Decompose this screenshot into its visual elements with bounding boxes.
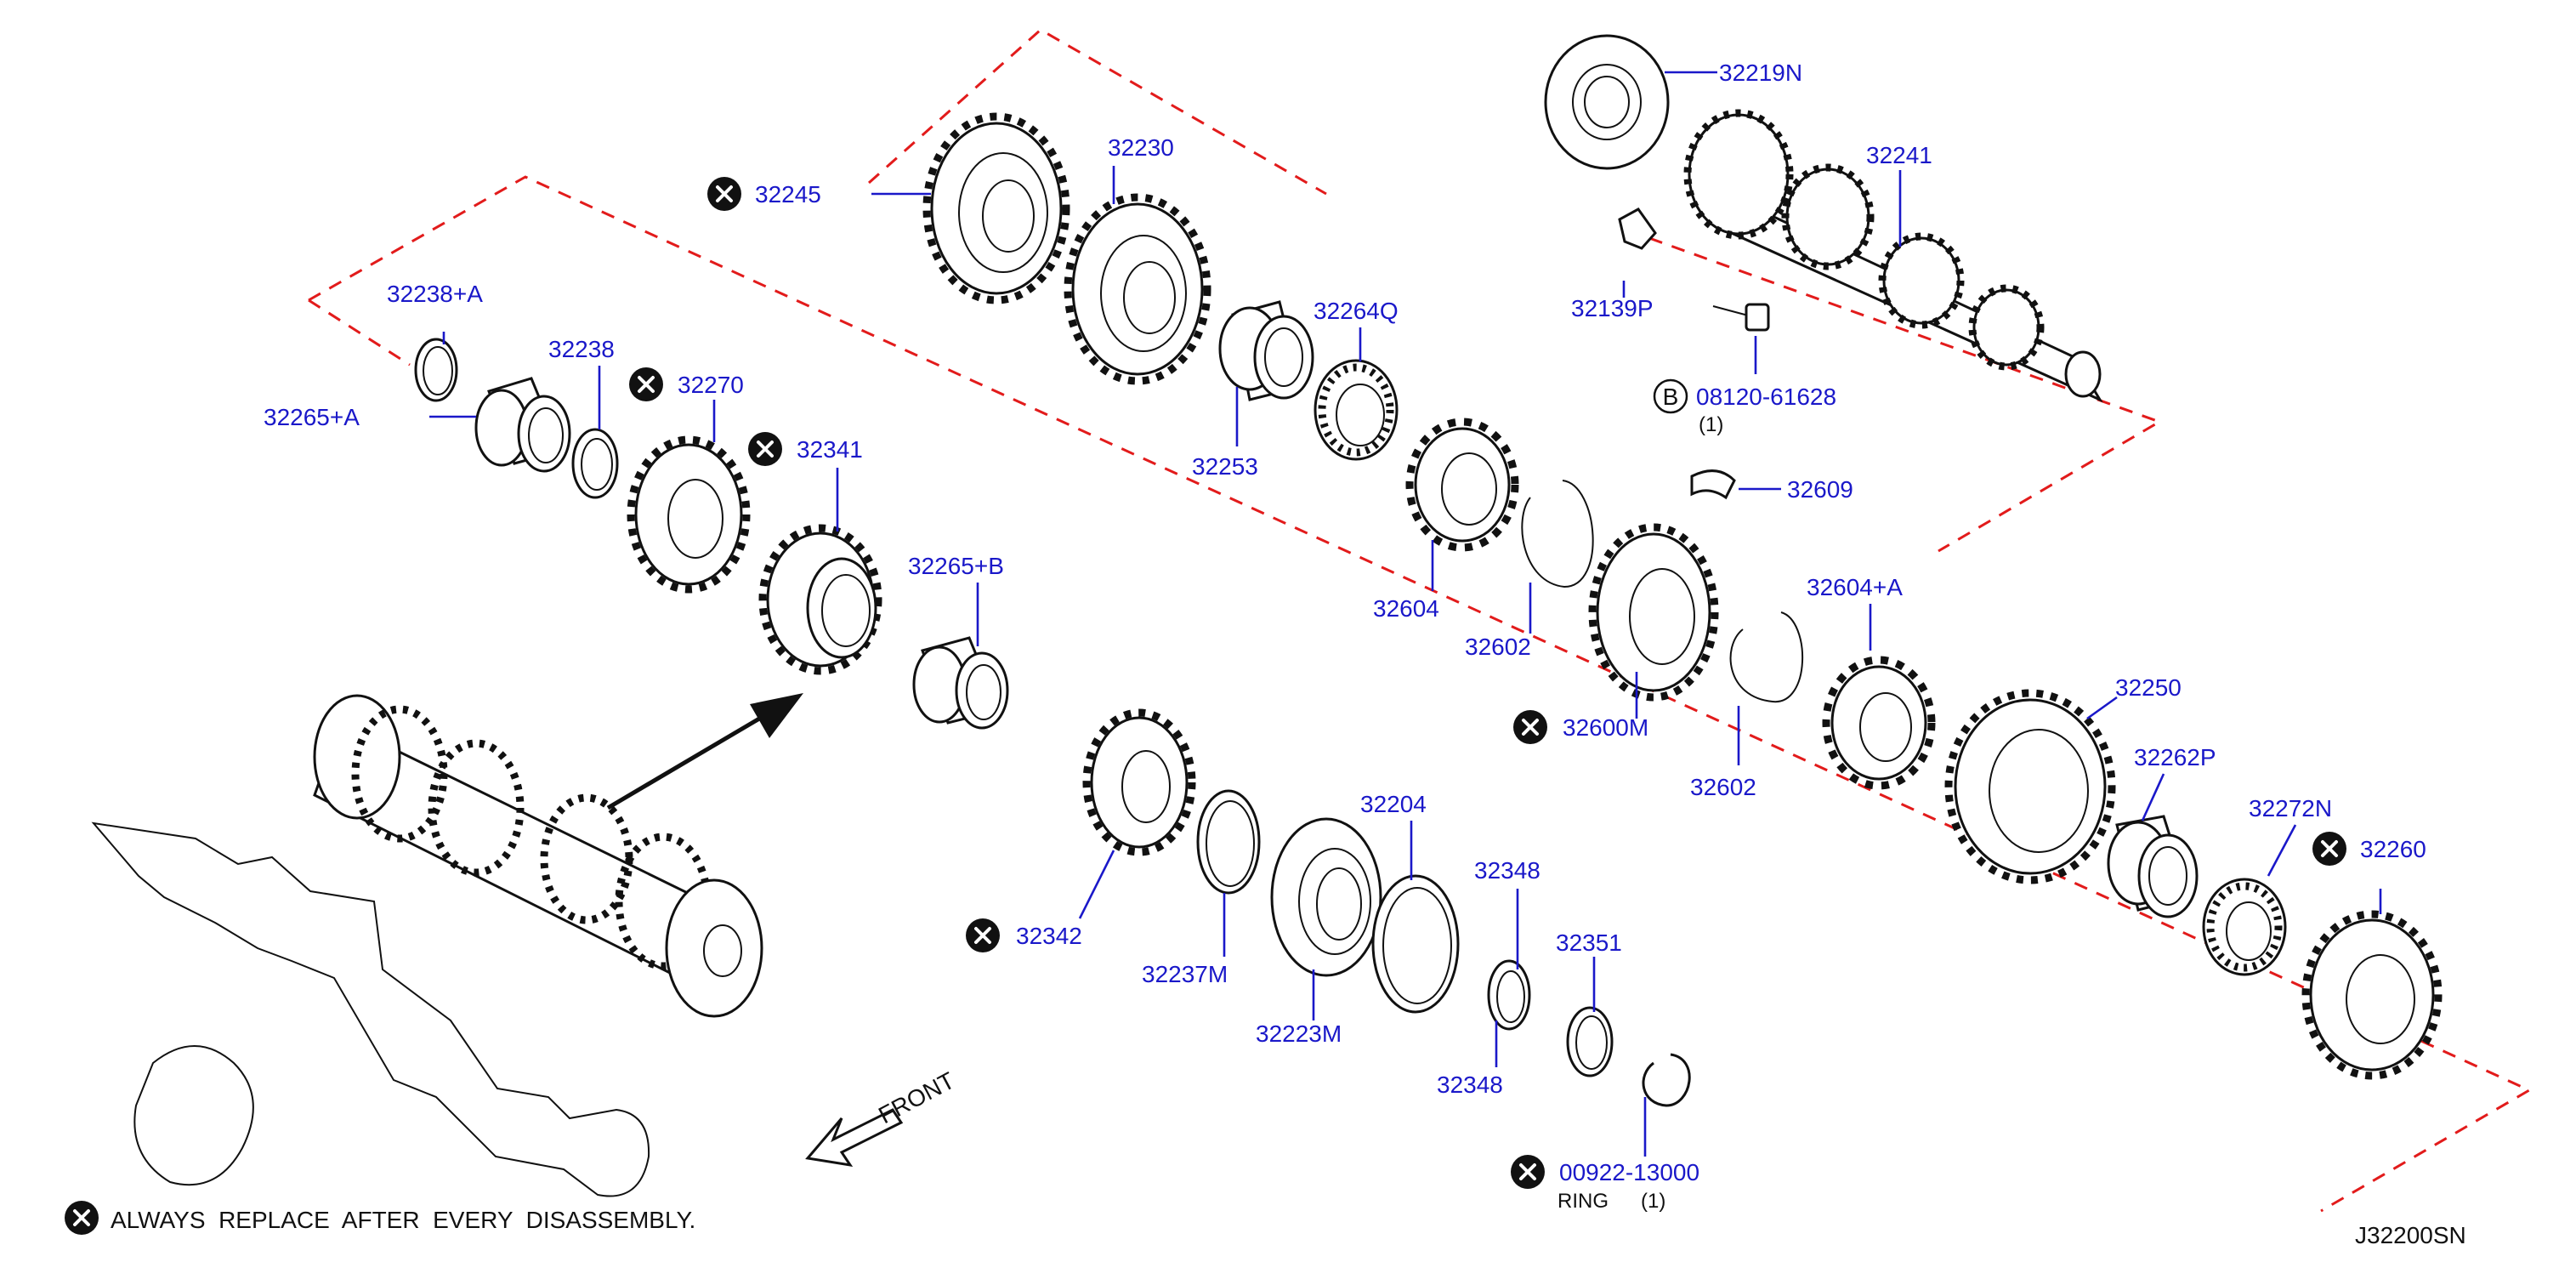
gear-32270-drawing [627, 435, 751, 594]
label-32253[interactable]: 32253 [1192, 453, 1258, 480]
leader-lines [429, 71, 2382, 1157]
label-32241[interactable]: 32241 [1866, 142, 1932, 168]
countershaft-assembly-drawing [313, 694, 763, 1018]
synchro-32600M-drawing [1588, 523, 1719, 702]
ring-32348-drawing [1487, 959, 1531, 1031]
label-32219N[interactable]: 32219N [1719, 60, 1802, 86]
note-00922-ring: RING [1558, 1190, 1609, 1213]
gear-32245-drawing [922, 112, 1070, 304]
label-32262P[interactable]: 32262P [2134, 744, 2216, 770]
shaft-32241-drawing [1683, 109, 2103, 403]
label-00922-13000[interactable]: 00922-13000 [1559, 1159, 1699, 1185]
needle-bearing-32264Q-drawing [1314, 359, 1399, 461]
assembly-arrow [606, 693, 803, 810]
bushing-32253-drawing [1218, 300, 1314, 401]
label-32265A[interactable]: 32265+A [264, 404, 360, 430]
label-32600M[interactable]: 32600M [1563, 714, 1648, 741]
label-32351[interactable]: 32351 [1556, 929, 1622, 956]
label-08120-61628[interactable]: 08120-61628 [1696, 384, 1836, 410]
prefix-b-circle: B [1653, 378, 1688, 414]
label-32348-lower[interactable]: 32348 [1437, 1072, 1503, 1098]
ring-32351-drawing [1566, 1006, 1614, 1077]
gear-32341-drawing [758, 524, 882, 675]
ring-32204-drawing [1371, 874, 1460, 1014]
label-32250[interactable]: 32250 [2115, 674, 2182, 701]
hub-32604-drawing [1405, 418, 1519, 552]
label-32265B[interactable]: 32265+B [908, 553, 1004, 579]
replace-mark-32600M [1512, 708, 1549, 746]
replace-mark-32342 [964, 917, 1001, 954]
label-32230[interactable]: 32230 [1108, 134, 1174, 161]
svg-text:B: B [1663, 384, 1679, 410]
gear-32260-drawing [2301, 910, 2443, 1080]
group-outline-countershaft [868, 28, 1327, 196]
group-outline-main [308, 175, 2533, 1213]
plate-32139P-drawing [1618, 207, 1657, 250]
bearing-32219N-drawing [1544, 34, 1670, 170]
replace-mark-32341 [746, 430, 784, 468]
hub-32604A-drawing [1822, 656, 1936, 790]
replace-mark-32245 [706, 175, 743, 213]
replace-mark-32270 [627, 366, 665, 403]
gear-32250-drawing [1944, 689, 2116, 884]
label-32264Q[interactable]: 32264Q [1314, 298, 1399, 324]
gear-32342-drawing [1082, 708, 1196, 856]
snap-ring-32602-lower-drawing [1729, 611, 1803, 703]
gear-32230-drawing [1064, 193, 1211, 385]
label-32341[interactable]: 32341 [797, 436, 863, 463]
bearing-32223M-drawing [1270, 817, 1382, 977]
label-32139P[interactable]: 32139P [1571, 295, 1654, 321]
label-32342[interactable]: 32342 [1016, 923, 1082, 949]
qty-00922: (1) [1641, 1190, 1665, 1213]
label-32270[interactable]: 32270 [678, 372, 744, 398]
transmission-case-silhouette [91, 821, 650, 1197]
front-direction-arrow [805, 1108, 904, 1168]
bushing-32262P-drawing [2107, 815, 2199, 918]
snap-ring-32237M-drawing [1196, 789, 1261, 895]
label-32237M[interactable]: 32237M [1142, 961, 1228, 987]
transmission-part-silhouette [133, 1045, 254, 1186]
label-32238[interactable]: 32238 [548, 336, 615, 362]
legend-text: ALWAYS REPLACE AFTER EVERY DISASSEMBLY. [111, 1207, 695, 1233]
label-32602-lower[interactable]: 32602 [1690, 774, 1756, 800]
qty-08120-61628: (1) [1699, 413, 1723, 436]
label-32348-top[interactable]: 32348 [1474, 857, 1540, 884]
label-32238A[interactable]: 32238+A [387, 281, 483, 307]
bushing-32265B-drawing [912, 636, 1009, 730]
ring-00922-drawing [1642, 1053, 1691, 1107]
replace-mark-32260 [2311, 830, 2348, 867]
bushing-32265A-drawing [474, 377, 571, 473]
sleeve-32609-drawing [1690, 469, 1736, 500]
label-32604[interactable]: 32604 [1373, 595, 1439, 622]
bolt-08120-drawing [1712, 303, 1770, 332]
snap-ring-32238-drawing [571, 428, 619, 499]
needle-bearing-32272N-drawing [2202, 878, 2287, 976]
label-32260[interactable]: 32260 [2360, 836, 2426, 862]
snap-ring-32602-top-drawing [1521, 480, 1594, 588]
label-32272N[interactable]: 32272N [2249, 795, 2332, 821]
label-32604A[interactable]: 32604+A [1807, 574, 1903, 600]
label-32245[interactable]: 32245 [755, 181, 821, 207]
label-32204[interactable]: 32204 [1360, 791, 1427, 817]
snap-ring-32238A-drawing [414, 338, 458, 402]
label-32223M[interactable]: 32223M [1256, 1020, 1342, 1047]
label-32602-top[interactable]: 32602 [1465, 634, 1531, 660]
diagram-code: J32200SN [2355, 1222, 2466, 1248]
front-label: FRONT [874, 1067, 959, 1129]
label-32609[interactable]: 32609 [1787, 476, 1853, 503]
replace-mark-00922 [1509, 1153, 1546, 1191]
legend-replace-mark [63, 1199, 100, 1236]
